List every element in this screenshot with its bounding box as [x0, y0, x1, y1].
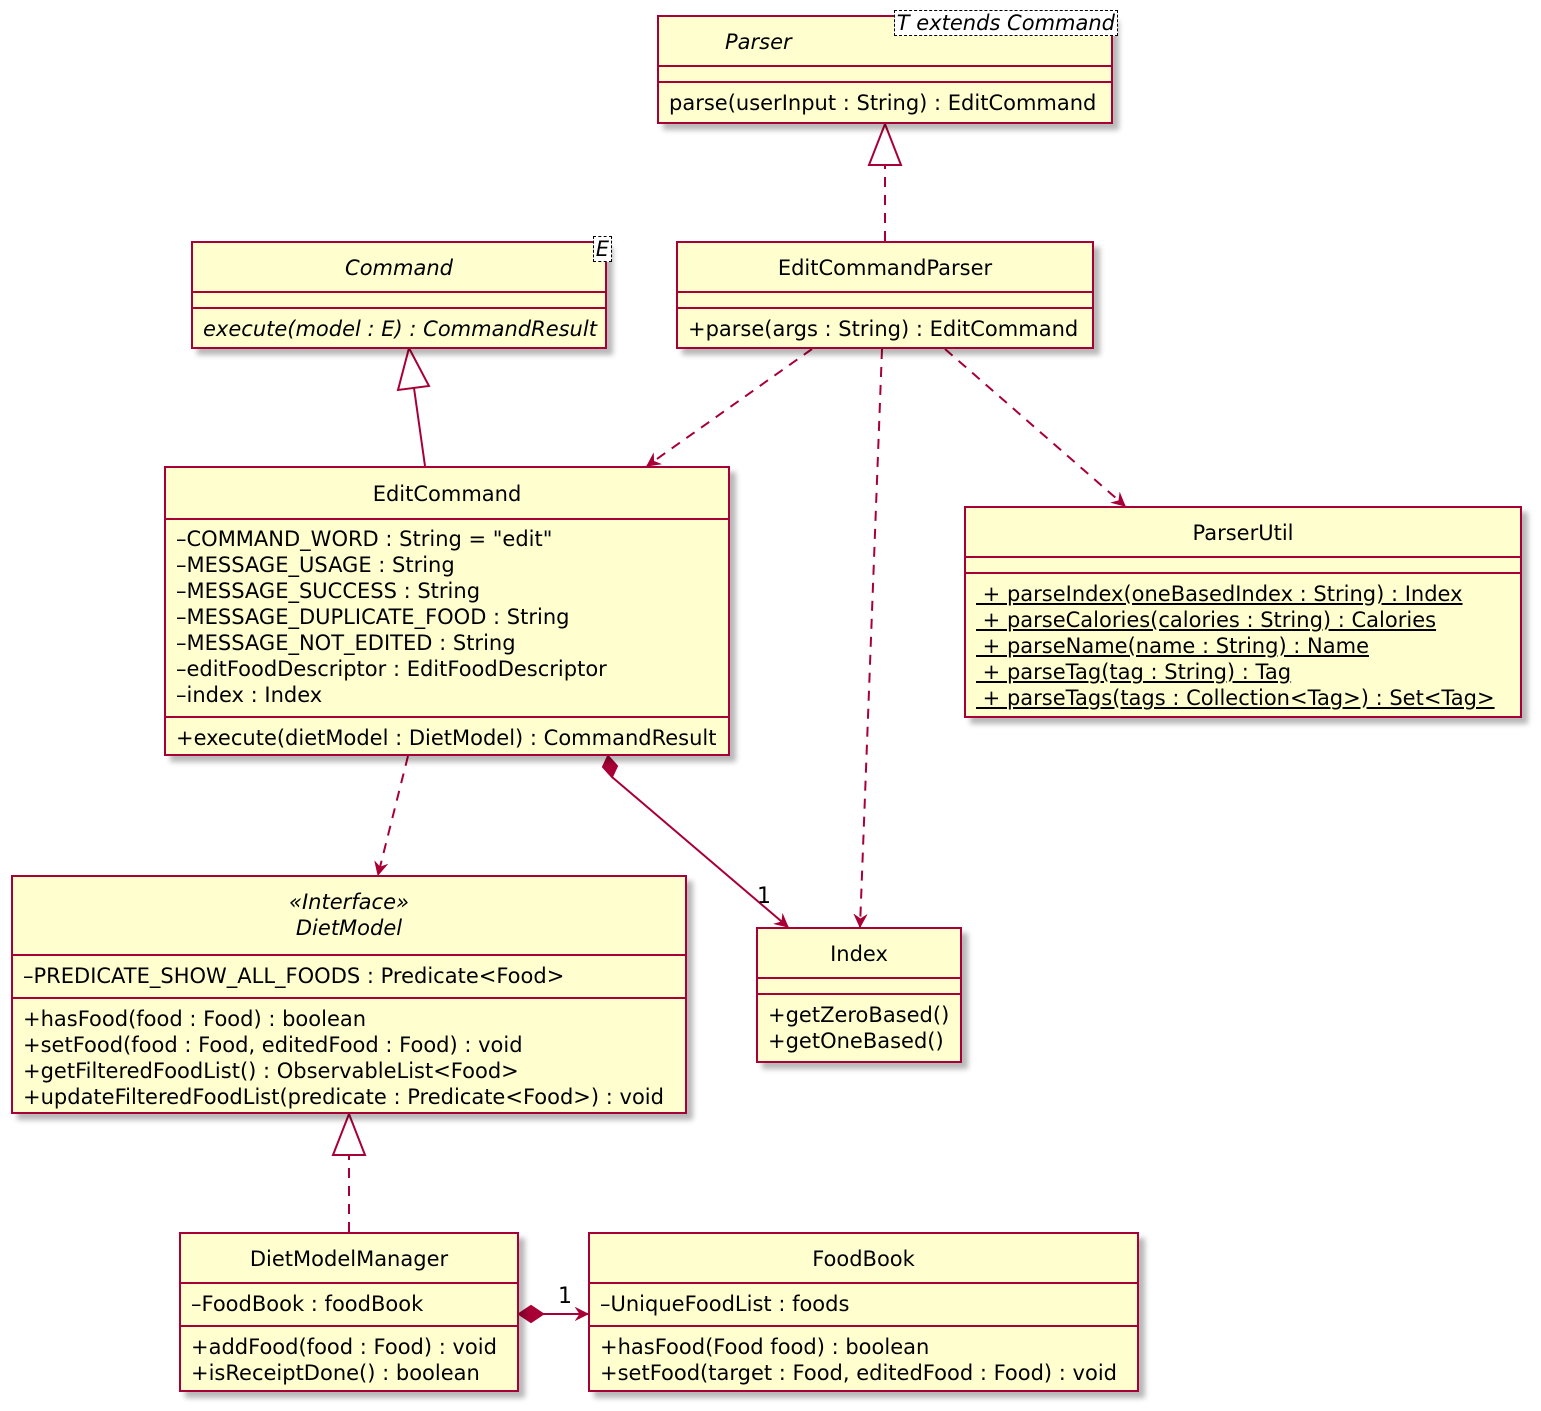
- class-name: Command: [345, 256, 453, 280]
- method-row: +hasFood(food : Food) : boolean: [23, 1007, 367, 1031]
- class-header: ParserUtil: [966, 508, 1520, 556]
- attributes-section: –UniqueFoodList : foods: [590, 1282, 1137, 1325]
- method-row: +isReceiptDone() : boolean: [191, 1361, 480, 1385]
- class-header: Index: [758, 929, 960, 977]
- method-row: +getFilteredFoodList() : ObservableList<…: [23, 1059, 519, 1083]
- stereotype-label: «Interface»: [289, 890, 409, 914]
- attribute-row: –MESSAGE_NOT_EDITED : String: [176, 631, 516, 655]
- method-row: +execute(dietModel : DietModel) : Comman…: [176, 726, 717, 750]
- method-row: execute(model : E) : CommandResult: [203, 317, 597, 341]
- class-edit-command: EditCommand –COMMAND_WORD : String = "ed…: [164, 466, 730, 756]
- class-name: DietModel: [295, 916, 403, 940]
- method-row: +addFood(food : Food) : void: [191, 1335, 497, 1359]
- type-parameter: T extends Command: [893, 10, 1118, 36]
- method-row: +hasFood(Food food) : boolean: [600, 1335, 930, 1359]
- realization-manager-dietmodel: [331, 1111, 367, 1232]
- class-name: EditCommand: [372, 482, 522, 506]
- type-parameter: E: [592, 236, 612, 262]
- class-name: FoodBook: [812, 1247, 915, 1271]
- attributes-section: [758, 977, 960, 993]
- methods-section: +parse(args : String) : EditCommand: [678, 307, 1092, 350]
- method-row: +setFood(target : Food, editedFood : Foo…: [600, 1361, 1117, 1385]
- realization-editcommandparser-parser: [867, 121, 903, 241]
- methods-section: + parseIndex(oneBasedIndex : String) : I…: [966, 572, 1520, 719]
- method-row: + parseTag(tag : String) : Tag: [976, 660, 1292, 684]
- method-row: +getOneBased(): [768, 1029, 944, 1053]
- method-row: +setFood(food : Food, editedFood : Food)…: [23, 1033, 523, 1057]
- methods-section: +addFood(food : Food) : void +isReceiptD…: [181, 1325, 517, 1394]
- class-diet-model-manager: DietModelManager –FoodBook : foodBook +a…: [179, 1232, 519, 1392]
- class-parser-util: ParserUtil + parseIndex(oneBasedIndex : …: [964, 506, 1522, 718]
- attribute-row: –MESSAGE_USAGE : String: [176, 553, 455, 577]
- attribute-row: –editFoodDescriptor : EditFoodDescriptor: [176, 657, 607, 681]
- dependency-editcommand-to-dietmodel: [378, 755, 409, 875]
- class-food-book: FoodBook –UniqueFoodList : foods +hasFoo…: [588, 1232, 1139, 1392]
- attribute-row: –MESSAGE_DUPLICATE_FOOD : String: [176, 605, 570, 629]
- attributes-section: [678, 291, 1092, 307]
- class-name: EditCommandParser: [777, 256, 993, 280]
- class-header: DietModelManager: [181, 1234, 517, 1282]
- class-header: EditCommand: [166, 468, 728, 518]
- method-row: + parseName(name : String) : Name: [976, 634, 1370, 658]
- class-name: ParserUtil: [1192, 521, 1294, 545]
- method-row: + parseIndex(oneBasedIndex : String) : I…: [976, 582, 1463, 606]
- dependency-parser-to-parserutil: [944, 348, 1125, 507]
- attribute-row: –MESSAGE_SUCCESS : String: [176, 579, 481, 603]
- method-row: +getZeroBased(): [768, 1003, 950, 1027]
- class-header: Command E: [193, 236, 612, 291]
- class-header: FoodBook: [590, 1234, 1137, 1282]
- methods-section: execute(model : E) : CommandResult: [193, 307, 605, 350]
- class-header: Parser T extends Command: [659, 10, 1118, 65]
- multiplicity-label-index: 1: [757, 884, 771, 909]
- class-diet-model: «Interface» DietModel –PREDICATE_SHOW_AL…: [11, 875, 687, 1114]
- methods-section: +getZeroBased() +getOneBased(): [758, 993, 960, 1062]
- attribute-row: –UniqueFoodList : foods: [600, 1292, 850, 1316]
- class-command: Command E execute(model : E) : CommandRe…: [191, 236, 612, 350]
- method-row: + parseTags(tags : Collection<Tag>) : Se…: [976, 686, 1495, 710]
- multiplicity-label-foodbook: 1: [558, 1284, 572, 1309]
- class-index: Index +getZeroBased() +getOneBased(): [756, 927, 962, 1063]
- methods-section: +execute(dietModel : DietModel) : Comman…: [166, 716, 728, 759]
- dependency-parser-to-editcommand: [647, 348, 813, 467]
- composition-editcommand-index: [601, 754, 788, 928]
- attributes-section: [966, 556, 1520, 572]
- composition-manager-foodbook: [517, 1304, 588, 1324]
- class-name: Parser: [725, 30, 792, 54]
- class-parser: Parser T extends Command parse(userInput…: [657, 10, 1118, 124]
- attribute-row: –FoodBook : foodBook: [191, 1292, 424, 1316]
- attributes-section: –COMMAND_WORD : String = "edit" –MESSAGE…: [166, 518, 728, 716]
- method-row: parse(userInput : String) : EditCommand: [669, 91, 1097, 115]
- method-row: +updateFilteredFoodList(predicate : Pred…: [23, 1085, 664, 1109]
- attributes-section: [659, 65, 1111, 81]
- class-edit-command-parser: EditCommandParser +parse(args : String) …: [676, 241, 1094, 349]
- attribute-row: –COMMAND_WORD : String = "edit": [176, 527, 553, 551]
- class-name: Index: [830, 942, 888, 966]
- attribute-row: –PREDICATE_SHOW_ALL_FOODS : Predicate<Fo…: [23, 964, 565, 988]
- method-row: + parseCalories(calories : String) : Cal…: [976, 608, 1437, 632]
- attribute-row: –index : Index: [176, 683, 323, 707]
- class-header: EditCommandParser: [678, 243, 1092, 291]
- dependency-parser-to-index: [860, 348, 883, 927]
- method-row: +parse(args : String) : EditCommand: [688, 317, 1079, 341]
- class-header: «Interface» DietModel: [13, 877, 685, 954]
- methods-section: +hasFood(Food food) : boolean +setFood(t…: [590, 1325, 1137, 1394]
- class-name: DietModelManager: [249, 1247, 449, 1271]
- methods-section: +hasFood(food : Food) : boolean +setFood…: [13, 997, 685, 1118]
- methods-section: parse(userInput : String) : EditCommand: [659, 81, 1111, 124]
- attributes-section: [193, 291, 605, 307]
- attributes-section: –PREDICATE_SHOW_ALL_FOODS : Predicate<Fo…: [13, 954, 685, 997]
- attributes-section: –FoodBook : foodBook: [181, 1282, 517, 1325]
- generalization-editcommand-command: [396, 345, 431, 467]
